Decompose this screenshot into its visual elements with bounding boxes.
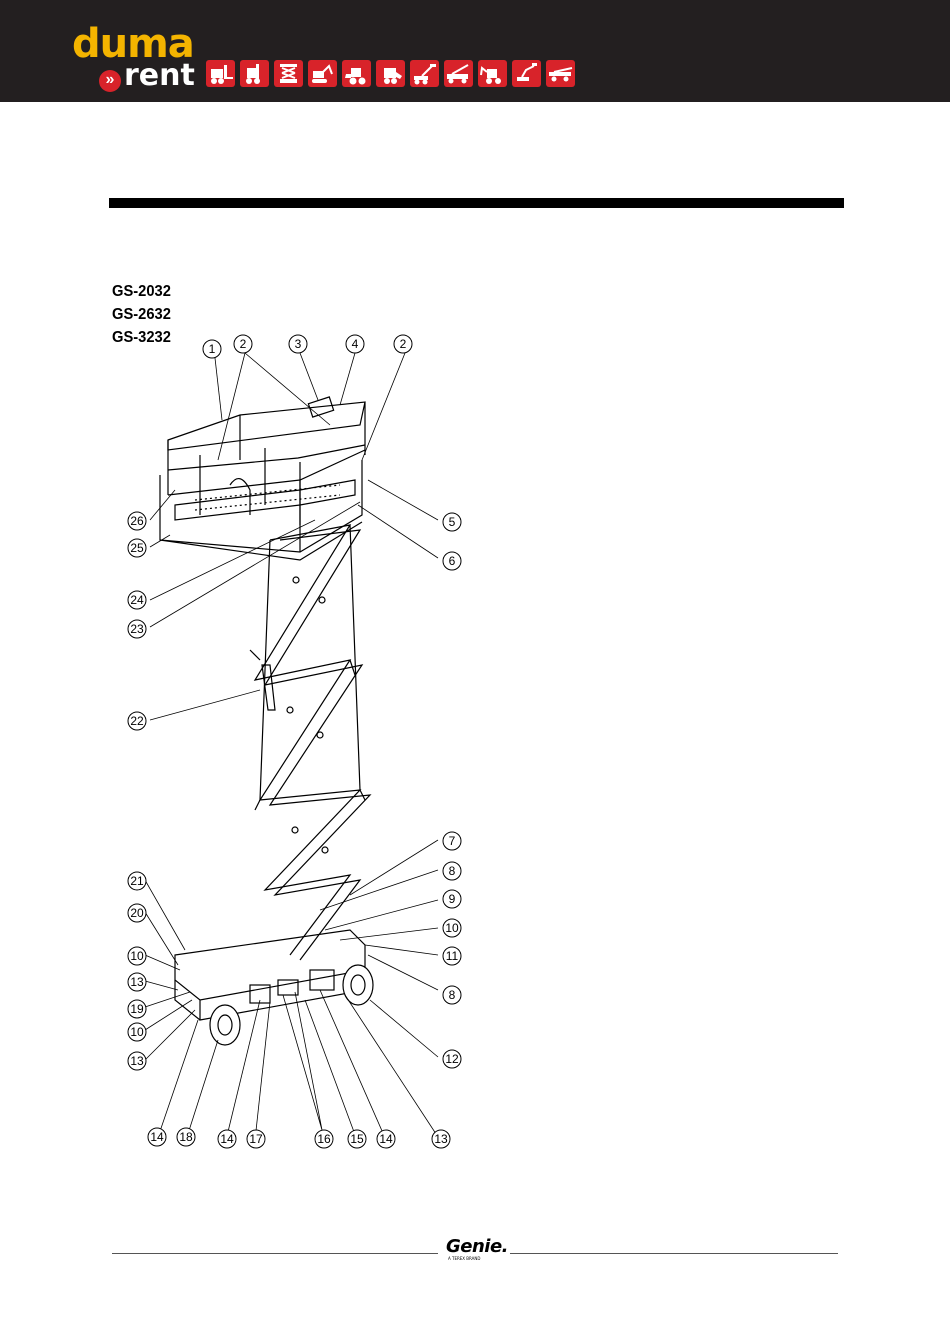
- callout: 5: [443, 513, 461, 531]
- callout: 12: [443, 1050, 461, 1068]
- callout: 8: [443, 986, 461, 1004]
- wheel-loader-icon: [342, 60, 371, 87]
- callout: 10: [128, 947, 146, 965]
- brand-logo-rent-text: rent: [124, 58, 195, 93]
- callout: 21: [128, 872, 146, 890]
- callout-label: 8: [449, 864, 456, 878]
- callout-label: 14: [220, 1132, 234, 1146]
- callout-label: 18: [179, 1130, 193, 1144]
- callout-label: 12: [445, 1052, 459, 1066]
- scissor-lift-diagram: 1 2 3 4 2 5 6 26 25 24 23 22 7 8 9 10 11…: [100, 330, 480, 1160]
- callout-label: 10: [130, 949, 144, 963]
- callout-label: 5: [449, 515, 456, 529]
- callout-label: 8: [449, 988, 456, 1002]
- footer-rule-left: [112, 1253, 438, 1254]
- callout: 22: [128, 712, 146, 730]
- callout-label: 2: [240, 337, 247, 351]
- callout: 10: [443, 919, 461, 937]
- skid-steer-icon: [376, 60, 405, 87]
- articulated-boom-icon: [512, 60, 541, 87]
- callout: 2: [394, 335, 412, 353]
- callout: 7: [443, 832, 461, 850]
- page-header: duma rent »: [0, 0, 950, 102]
- model-name: GS-2032: [112, 280, 171, 303]
- callout: 6: [443, 552, 461, 570]
- callouts: 1 2 3 4 2 5 6 26 25 24 23 22 7 8 9 10 11…: [128, 335, 461, 1148]
- callout: 11: [443, 947, 461, 965]
- callout: 18: [177, 1128, 195, 1146]
- callout: 13: [128, 973, 146, 991]
- callout-label: 6: [449, 554, 456, 568]
- callout: 13: [432, 1130, 450, 1148]
- forklift-icon: [206, 60, 235, 87]
- section-rule: [109, 198, 844, 208]
- callout: 13: [128, 1052, 146, 1070]
- crane-truck-icon: [444, 60, 473, 87]
- callout-label: 23: [130, 622, 144, 636]
- callout-label: 13: [130, 975, 144, 989]
- callout-label: 10: [130, 1025, 144, 1039]
- callout-label: 9: [449, 892, 456, 906]
- callout-label: 1: [209, 342, 216, 356]
- lift-drawing: [160, 397, 373, 1045]
- platform-guardrail: [160, 402, 365, 560]
- callout: 14: [218, 1130, 236, 1148]
- callout-label: 24: [130, 593, 144, 607]
- callout-label: 26: [130, 514, 144, 528]
- model-name: GS-2632: [112, 303, 171, 326]
- callout: 3: [289, 335, 307, 353]
- callout: 23: [128, 620, 146, 638]
- backhoe-icon: [478, 60, 507, 87]
- callout: 20: [128, 904, 146, 922]
- callout-label: 3: [295, 337, 302, 351]
- callout-label: 15: [350, 1132, 364, 1146]
- callout: 19: [128, 1000, 146, 1018]
- callout-label: 13: [130, 1054, 144, 1068]
- callout-label: 10: [445, 921, 459, 935]
- brand-mark-icon: »: [99, 70, 121, 92]
- callout: 14: [377, 1130, 395, 1148]
- wheels: [210, 965, 373, 1045]
- callout-label: 14: [150, 1130, 164, 1144]
- footer-rule-right: [510, 1253, 838, 1254]
- callout-label: 20: [130, 906, 144, 920]
- callout-label: 19: [130, 1002, 144, 1016]
- callout: 16: [315, 1130, 333, 1148]
- callout: 15: [348, 1130, 366, 1148]
- callout-label: 16: [317, 1132, 331, 1146]
- callout: 24: [128, 591, 146, 609]
- callout-label: 21: [130, 874, 144, 888]
- callout-label: 2: [400, 337, 407, 351]
- callout: 26: [128, 512, 146, 530]
- leader-lines: [145, 353, 440, 1140]
- callout-label: 14: [379, 1132, 393, 1146]
- telehandler-icon: [240, 60, 269, 87]
- genie-tagline: A TEREX BRAND: [448, 1256, 480, 1261]
- callout-label: 13: [434, 1132, 448, 1146]
- callout-label: 4: [352, 337, 359, 351]
- callout-label: 17: [249, 1132, 263, 1146]
- excavator-icon: [308, 60, 337, 87]
- callout: 9: [443, 890, 461, 908]
- callout: 17: [247, 1130, 265, 1148]
- callout-label: 25: [130, 541, 144, 555]
- scissor-arms: [250, 525, 370, 960]
- callout-label: 11: [446, 949, 459, 963]
- callout-label: 22: [130, 714, 144, 728]
- callout: 2: [234, 335, 252, 353]
- callout: 25: [128, 539, 146, 557]
- genie-logo: Genie.: [446, 1236, 508, 1257]
- tow-truck-icon: [546, 60, 575, 87]
- callout: 8: [443, 862, 461, 880]
- scissor-lift-icon: [274, 60, 303, 87]
- callout-label: 7: [449, 834, 456, 848]
- boom-lift-icon: [410, 60, 439, 87]
- hydraulic-tank-cover: [310, 970, 334, 990]
- callout: 10: [128, 1023, 146, 1041]
- callout: 4: [346, 335, 364, 353]
- callout: 1: [203, 340, 221, 358]
- chassis: [175, 930, 365, 1020]
- callout: 14: [148, 1128, 166, 1146]
